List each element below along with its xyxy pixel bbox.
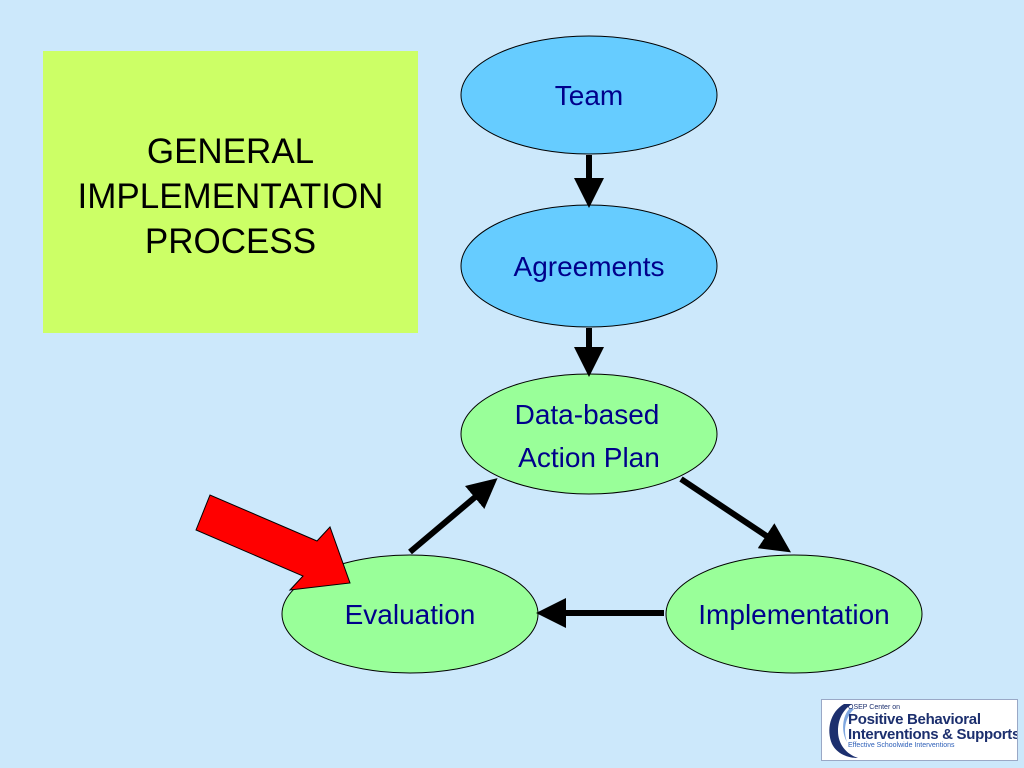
node-agreements-label: Agreements	[514, 251, 665, 282]
node-action-plan-label-line-1: Data-based	[515, 399, 660, 430]
logo-top-line: OSEP Center on	[848, 704, 901, 711]
node-implementation-label: Implementation	[698, 599, 889, 630]
logo-tagline: Effective Schoolwide Interventions	[848, 742, 955, 749]
node-implementation: Implementation	[665, 554, 923, 674]
node-evaluation: Evaluation	[281, 554, 539, 674]
title-line-3: PROCESS	[144, 222, 317, 261]
pbis-logo: OSEP Center on Positive Behavioral Inter…	[821, 699, 1018, 761]
logo-line-2: Interventions & Supports	[848, 726, 1018, 743]
title-box: GENERAL IMPLEMENTATION PROCESS	[43, 51, 418, 333]
title-line-1: GENERAL	[146, 132, 315, 171]
slide-title: GENERAL IMPLEMENTATION PROCESS	[43, 129, 418, 264]
logo-text: OSEP Center on Positive Behavioral Inter…	[848, 704, 1018, 750]
arrow-action-plan-to-implementation	[679, 476, 791, 553]
arrow-evaluation-to-action-plan	[408, 478, 498, 555]
node-action-plan-label-line-2: Action Plan	[518, 442, 660, 473]
logo-line-1: Positive Behavioral	[848, 711, 981, 728]
node-action-plan: Data-based Action Plan	[460, 373, 718, 495]
logo-swoosh-icon	[829, 704, 858, 758]
node-agreements: Agreements	[460, 204, 718, 328]
highlight-arrow	[195, 494, 351, 591]
node-team-label: Team	[555, 80, 623, 111]
title-line-2: IMPLEMENTATION	[77, 177, 384, 216]
node-evaluation-label: Evaluation	[345, 599, 476, 630]
node-team: Team	[460, 35, 718, 155]
